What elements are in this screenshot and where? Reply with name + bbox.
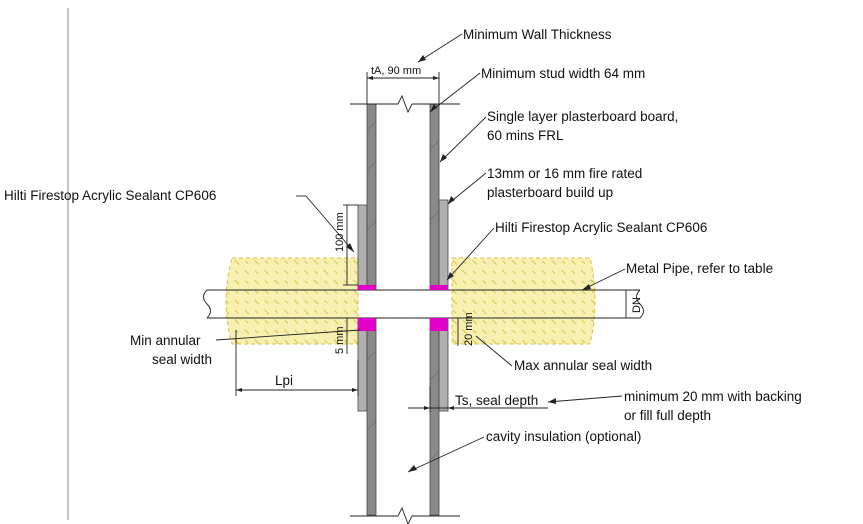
- plasterboard-buildup-left-lower: [357, 318, 368, 412]
- plasterboard-buildup-left: [357, 204, 368, 290]
- wall-thickness-dimension: [366, 72, 440, 104]
- sealant-right-bottom: [430, 318, 448, 331]
- label-dim-20mm: 20 mm: [463, 312, 475, 346]
- leader-lines: [215, 33, 626, 473]
- plasterboard-buildup-right-lower: [438, 318, 449, 412]
- wall-board-right-upper: [429, 103, 440, 290]
- top-break-line: [350, 94, 460, 114]
- label-dim-5mm: 5 mm: [334, 327, 346, 355]
- bottom-break-line: [350, 506, 460, 524]
- label-sealant-left: Hilti Firestop Acrylic Sealant CP606: [4, 188, 216, 203]
- label-lpi: Lpi: [275, 373, 293, 388]
- label-ts: Ts, seal depth: [455, 393, 538, 408]
- wall-board-left-lower: [366, 318, 377, 516]
- leader-arrowheads: [346, 55, 591, 472]
- metal-pipe: [203, 289, 644, 319]
- label-single-layer-2: 60 mins FRL: [487, 128, 564, 143]
- dimension-ts: [408, 386, 548, 412]
- wall-board-left-upper: [366, 103, 377, 290]
- label-build-up-1: 13mm or 16 mm fire rated: [487, 166, 642, 181]
- label-min-stud-width: Minimum stud width 64 mm: [481, 66, 645, 81]
- label-cavity-insulation: cavity insulation (optional): [486, 429, 641, 444]
- dimension-20mm: [450, 317, 466, 346]
- label-dim-100mm: 100 mm: [334, 212, 346, 252]
- label-min-annular-2: seal width: [152, 352, 212, 367]
- label-sealant-right: Hilti Firestop Acrylic Sealant CP606: [495, 220, 707, 235]
- label-min20-2: or fill full depth: [624, 408, 711, 423]
- label-metal-pipe: Metal Pipe, refer to table: [626, 261, 773, 276]
- label-single-layer-1: Single layer plasterboard board,: [487, 109, 678, 124]
- label-dn: DN: [631, 297, 643, 313]
- label-ta: tA, 90 mm: [371, 65, 421, 77]
- label-max-annular: Max annular seal width: [514, 358, 652, 373]
- dimension-lpi: [235, 330, 359, 396]
- pipe-insulation-left: [225, 257, 359, 345]
- sealant-left-top: [358, 285, 376, 290]
- dimension-dn: [620, 289, 632, 319]
- pipe-insulation-right: [451, 257, 596, 345]
- wall-board-right-lower: [429, 318, 440, 516]
- label-min-annular-1: Min annular: [130, 333, 201, 348]
- dimension-100mm: [343, 204, 358, 286]
- sealant-right-top: [430, 285, 448, 290]
- plasterboard-buildup-right: [438, 199, 449, 290]
- sealant-left-bottom: [358, 318, 376, 331]
- label-build-up-2: plasterboard build up: [487, 185, 613, 200]
- label-min20-1: minimum 20 mm with backing: [624, 389, 802, 404]
- label-minimum-wall-thickness: Minimum Wall Thickness: [463, 27, 612, 42]
